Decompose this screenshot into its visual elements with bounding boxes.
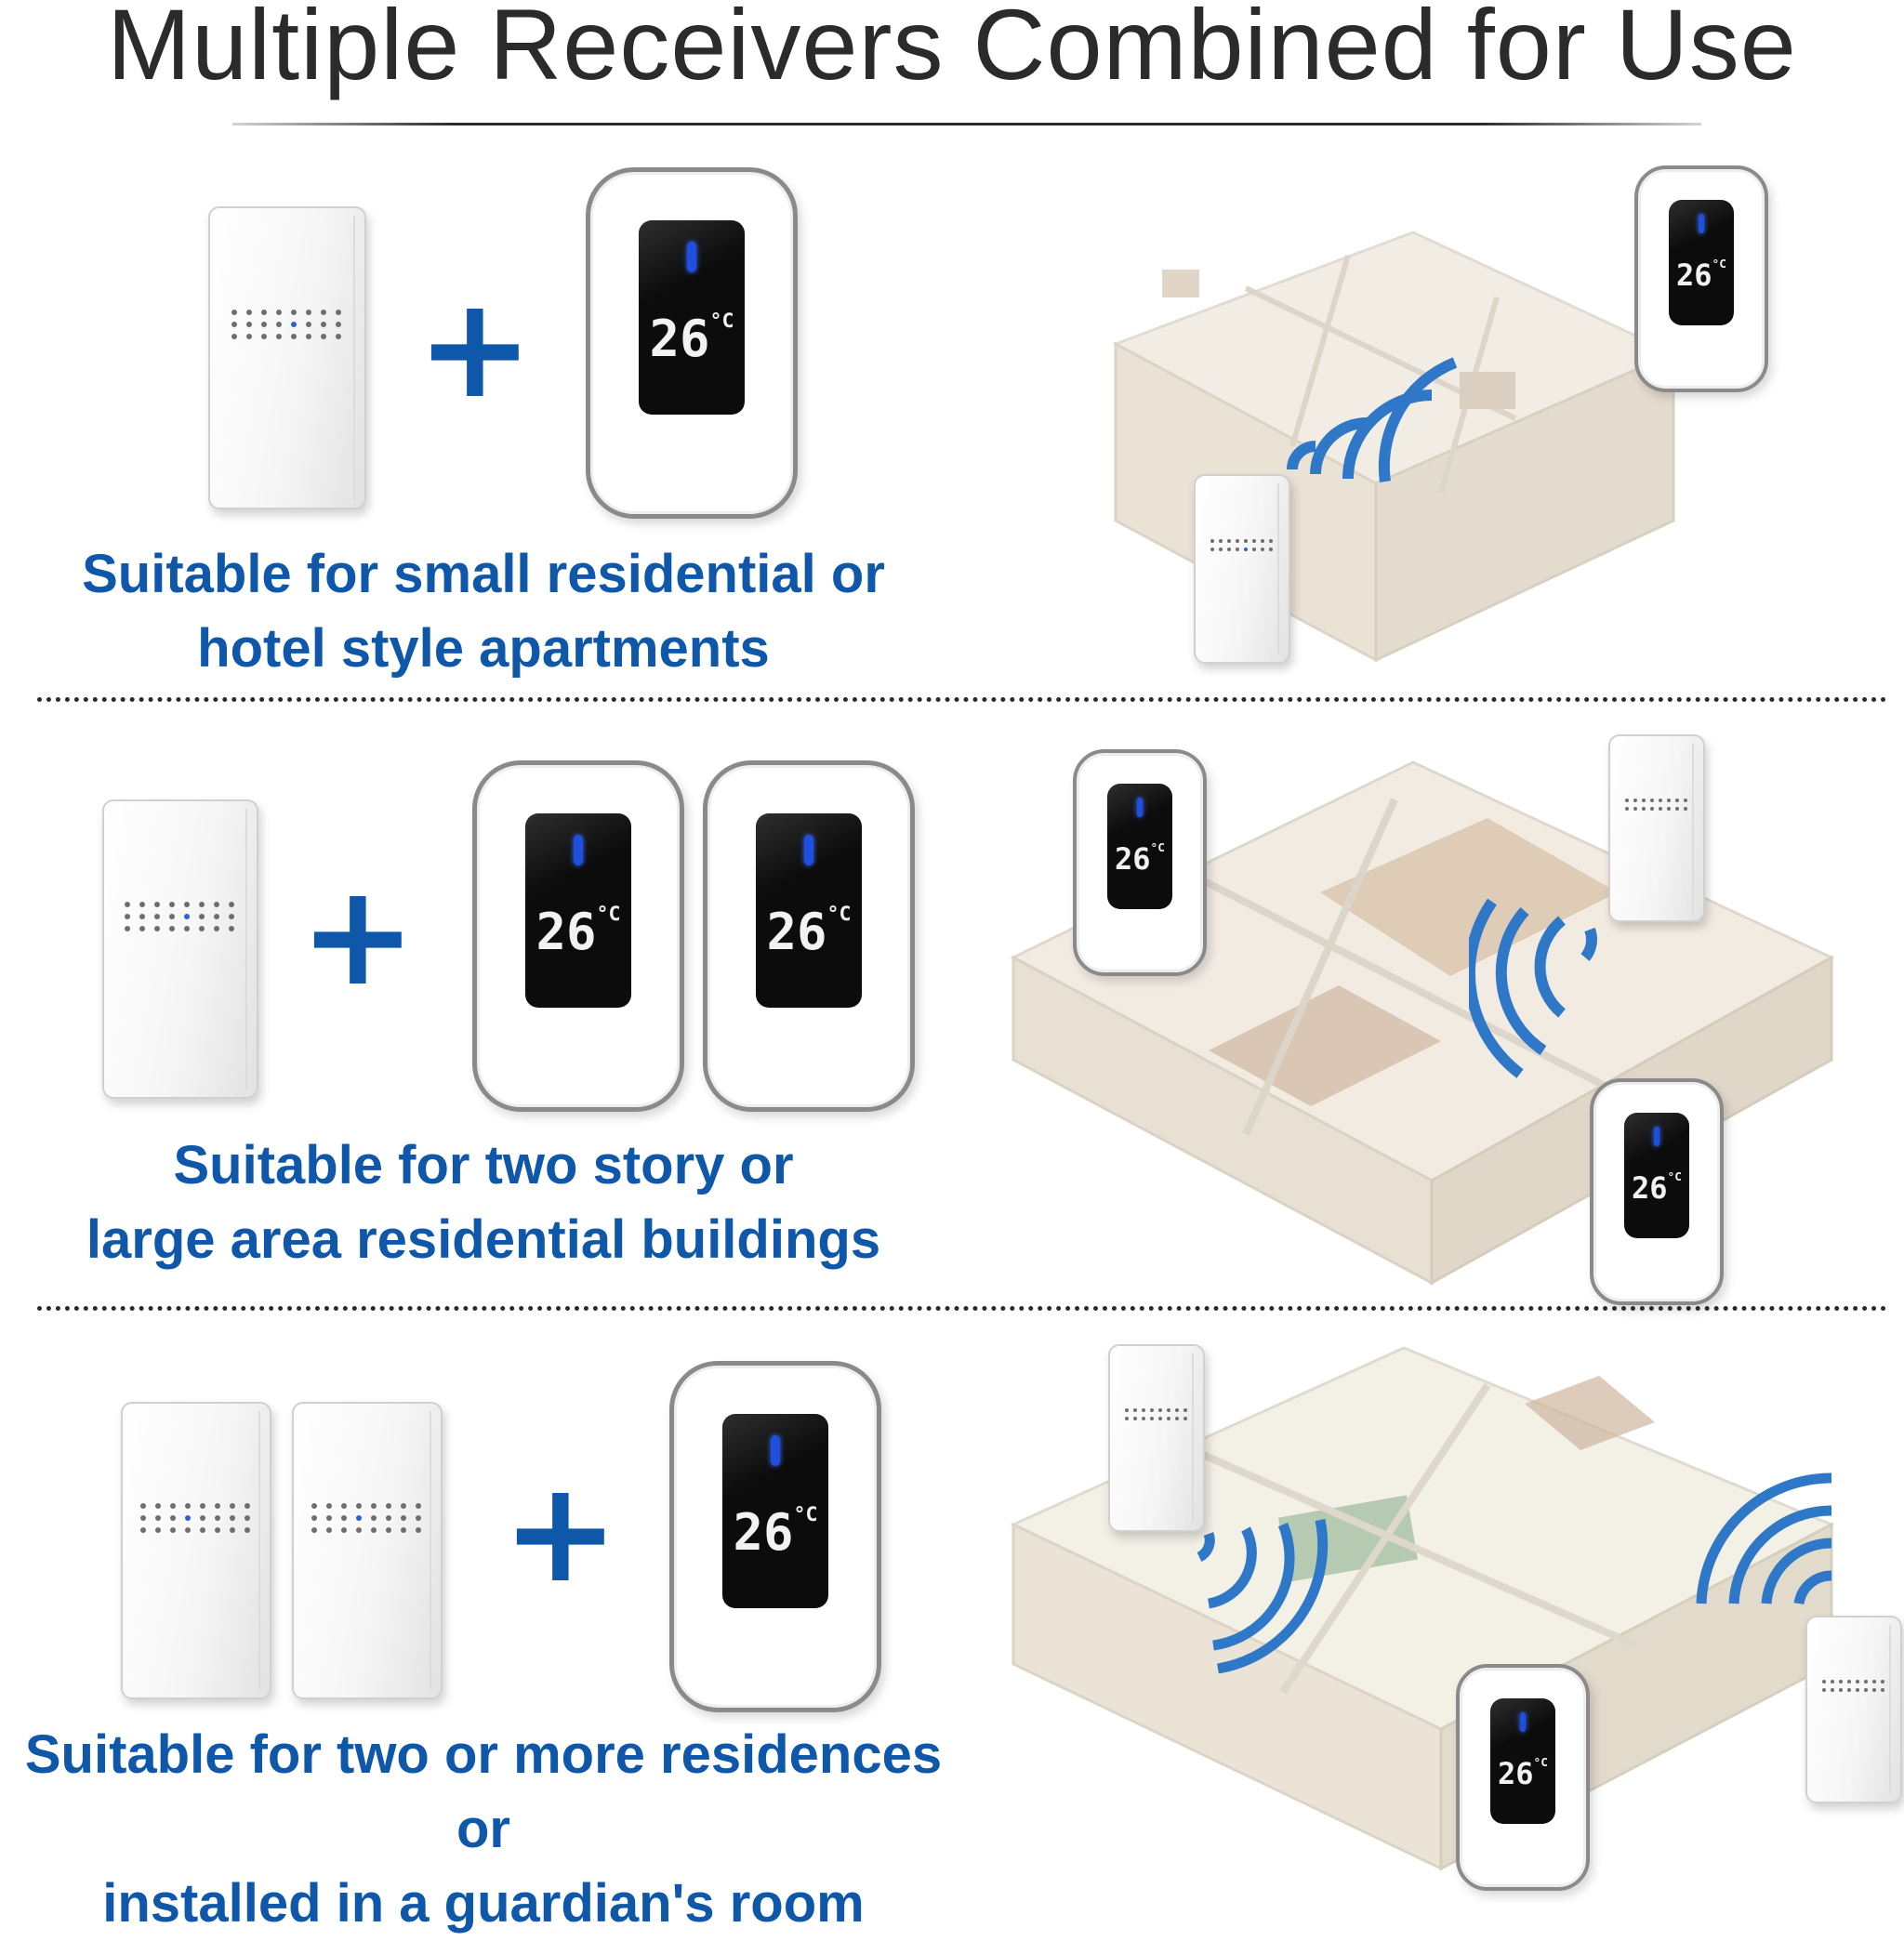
receiver-unit-small [1194,474,1290,664]
led-indicator [1137,797,1143,818]
receiver-unit [208,206,366,509]
speaker-grille [1210,539,1274,551]
temperature-readout: 26°C [733,1503,818,1562]
lcd-display: 26°C [1489,1698,1556,1824]
doorbell-button-small: 26°C [1634,165,1768,392]
caption-line-2: large area residential buildings [86,1209,881,1270]
caption-section-2: Suitable for two story or large area res… [0,1129,967,1277]
wireless-signal-icon [1197,1518,1329,1673]
receiver-unit-small [1805,1616,1902,1803]
doorbell-button-small: 26°C [1073,749,1207,976]
led-indicator [1654,1126,1659,1147]
speaker-grille [140,1503,252,1534]
lcd-display: 26°C [722,1413,828,1609]
temperature-readout: 26°C [649,310,734,368]
temperature-readout: 26°C [1115,840,1165,877]
temperature-readout: 26°C [766,903,852,961]
section-divider [37,1306,1887,1311]
wireless-signal-icon [1469,898,1597,1078]
doorbell-button-small: 26°C [1590,1078,1724,1305]
temperature-readout: 26°C [536,903,621,961]
caption-line-1: Suitable for two or more residences or [24,1724,943,1859]
plus-icon: + [502,1452,619,1614]
doorbell-button-small: 26°C [1456,1664,1590,1891]
section-divider [37,697,1887,702]
speaker-grille [311,1503,423,1534]
led-indicator [804,834,813,866]
caption-line-2: hotel style apartments [197,618,770,679]
led-indicator [1699,213,1704,234]
led-indicator [687,241,696,273]
caption-line-1: Suitable for small residential or [82,544,885,604]
temperature-readout: 26°C [1676,257,1726,293]
temperature-readout: 26°C [1498,1755,1548,1791]
doorbell-button: 26°C [472,760,684,1112]
receiver-unit-small [1608,734,1705,922]
led-indicator [574,834,583,866]
lcd-display: 26°C [639,219,745,416]
led-indicator [771,1434,780,1467]
receiver-unit [292,1402,443,1699]
wireless-signal-icon [1287,357,1458,482]
plus-icon: + [299,855,416,1017]
lcd-display: 26°C [1668,200,1735,325]
lcd-display: 26°C [1623,1113,1690,1238]
wireless-signal-icon [1696,1472,1832,1605]
receiver-unit [121,1402,271,1699]
title-underline [232,123,1701,125]
caption-section-3: Suitable for two or more residences or i… [0,1718,967,1941]
page-title: Multiple Receivers Combined for Use [107,0,1797,100]
lcd-display: 26°C [1106,784,1173,909]
speaker-grille [125,902,236,932]
lcd-display: 26°C [525,812,631,1009]
receiver-unit [102,799,258,1099]
speaker-grille [1125,1408,1188,1421]
caption-line-1: Suitable for two story or [173,1135,794,1195]
doorbell-button: 26°C [703,760,915,1112]
speaker-grille [1625,799,1688,812]
doorbell-button: 26°C [669,1361,881,1712]
speaker-grille [231,310,343,340]
doorbell-button: 26°C [586,167,798,519]
caption-line-2: installed in a guardian's room [102,1873,865,1934]
plus-icon: + [416,268,534,429]
receiver-unit-small [1108,1344,1205,1532]
speaker-grille [1822,1680,1885,1693]
temperature-readout: 26°C [1632,1169,1682,1206]
caption-section-1: Suitable for small residential or hotel … [0,537,967,686]
lcd-display: 26°C [756,812,862,1009]
led-indicator [1520,1711,1526,1733]
